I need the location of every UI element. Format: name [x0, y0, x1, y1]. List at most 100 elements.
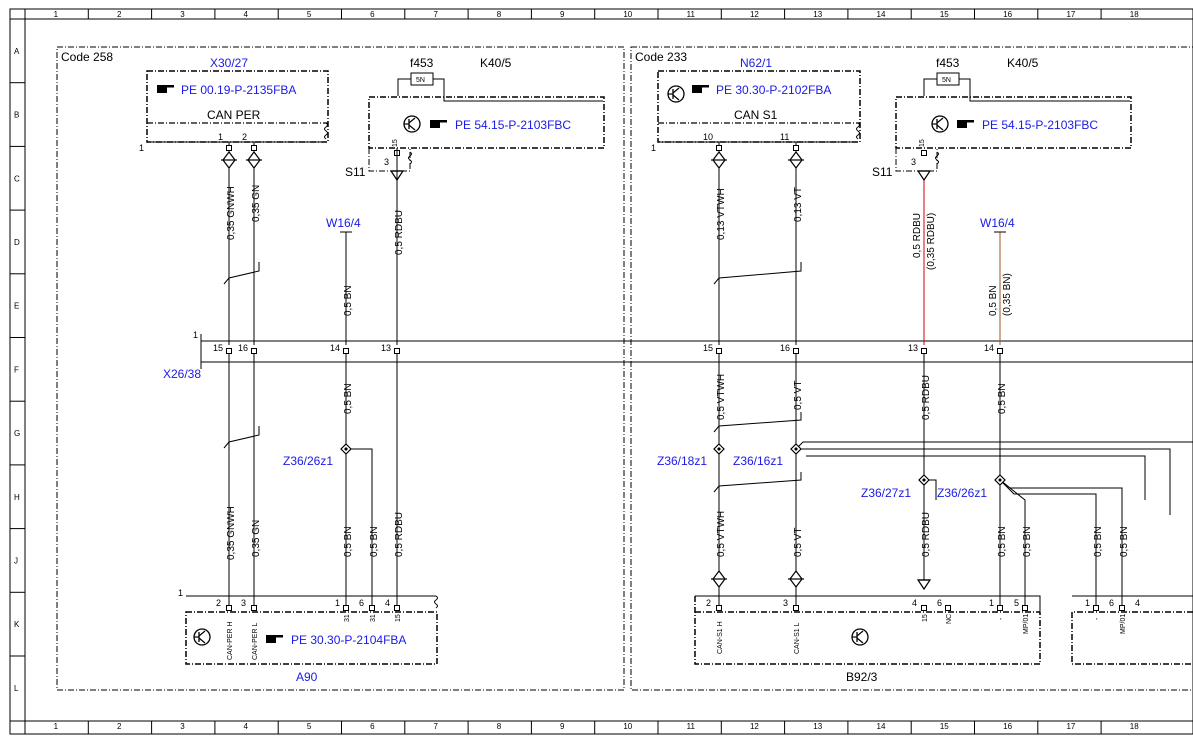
pin-contact — [921, 605, 927, 611]
pin-contact — [921, 348, 927, 354]
wire-label: 0,5 BN — [997, 526, 1008, 557]
b92-pin-label: NC — [946, 614, 953, 624]
x30-27-label[interactable]: X30/27 — [210, 56, 248, 70]
grid-column-number: 18 — [1130, 722, 1139, 731]
reference-hand-icon — [692, 85, 709, 93]
grid-column-number: 8 — [497, 10, 502, 19]
grid-column-number: 7 — [433, 722, 438, 731]
wire-label: 0,5 BN — [997, 383, 1008, 414]
x-pin-label: - — [1094, 617, 1101, 620]
pin-contact — [251, 145, 257, 151]
f453-label: f453 — [936, 56, 960, 70]
conn-pin: 13 — [381, 343, 391, 353]
x26-38-label[interactable]: X26/38 — [163, 367, 201, 381]
transistor-icon — [851, 628, 869, 646]
reference-hand-icon — [266, 635, 283, 643]
pin-contact — [226, 145, 232, 151]
wires-right-bottom — [713, 354, 1193, 605]
a90-ref-link[interactable]: PE 30.30-P-2104FBA — [291, 633, 406, 647]
code-258-label: Code 258 — [61, 50, 113, 64]
x-pin-label: MP/01 — [1120, 614, 1127, 634]
b92-pin: 2 — [706, 598, 711, 608]
pin-contact — [793, 348, 799, 354]
a90-pin: 4 — [385, 598, 390, 608]
n62-pin-edge: 1 — [651, 143, 656, 153]
grid-column-number: 1 — [54, 10, 59, 19]
k40-5-ref-link[interactable]: PE 54.15-P-2103FBC — [455, 118, 571, 132]
ground-arrow — [917, 579, 931, 590]
wire-label: 0,5 BN — [343, 383, 354, 414]
grid-row-letter: J — [14, 556, 18, 565]
grid-column-number: 15 — [940, 722, 949, 731]
wire-label: 0,5 BN — [988, 285, 999, 316]
grid-row-letter: A — [14, 47, 20, 56]
grid-column-number: 9 — [560, 722, 565, 731]
s11-pin: 3 — [911, 157, 916, 167]
pin-contact — [921, 150, 927, 156]
n62-1-box — [657, 70, 861, 143]
z36-16z1-label[interactable]: Z36/16z1 — [733, 454, 783, 468]
partial-component-box — [1071, 611, 1193, 665]
wire-label: 0,5 VT — [793, 381, 804, 410]
x-pin: 4 — [1135, 598, 1140, 608]
b92-3-box — [694, 596, 1041, 665]
conn-pin: 16 — [780, 343, 790, 353]
separation-pin-1: 1 — [193, 330, 198, 340]
z36-18z1-label[interactable]: Z36/18z1 — [657, 454, 707, 468]
grid-column-number: 14 — [877, 722, 886, 731]
z36-26z1-label[interactable]: Z36/26z1 — [937, 486, 987, 500]
pin-contact — [997, 348, 1003, 354]
a90-pin: 1 — [335, 598, 340, 608]
transistor-icon — [193, 628, 211, 646]
k40-5-ref-link[interactable]: PE 54.15-P-2103FBC — [982, 118, 1098, 132]
pin-contact — [251, 605, 257, 611]
grid-column-number: 6 — [370, 10, 375, 19]
n62-1-ref-link[interactable]: PE 30.30-P-2102FBA — [716, 83, 831, 97]
w16-4-label[interactable]: W16/4 — [326, 216, 361, 230]
x-pin: 1 — [1085, 598, 1090, 608]
grid-column-number: 8 — [497, 722, 502, 731]
pin-contact — [1119, 605, 1125, 611]
x30-27-ref-link[interactable]: PE 00.19-P-2135FBA — [181, 83, 296, 97]
wire-label: 0,5 RDBU — [394, 512, 405, 557]
connector-icon — [710, 151, 728, 169]
pin-contact — [369, 605, 375, 611]
a90-label[interactable]: A90 — [296, 670, 318, 684]
z36-26z1-label[interactable]: Z36/26z1 — [283, 454, 333, 468]
grid-column-number: 11 — [687, 722, 696, 731]
conn-pin: 15 — [703, 343, 713, 353]
transistor-icon — [403, 115, 421, 133]
pin-contact — [716, 605, 722, 611]
a90-pin: 3 — [241, 598, 246, 608]
splice-icon — [713, 443, 725, 455]
pin-contact — [251, 348, 257, 354]
n62-pin: 10 — [703, 132, 713, 142]
pin-contact — [226, 348, 232, 354]
grid-column-number: 11 — [687, 10, 696, 19]
pin-contact — [394, 605, 400, 611]
z36-27z1-label[interactable]: Z36/27z1 — [861, 486, 911, 500]
b92-pin: 5 — [1014, 598, 1019, 608]
wires-left-top — [223, 142, 398, 345]
b92-pin: 1 — [989, 598, 994, 608]
pin-contact — [793, 145, 799, 151]
w16-4-label[interactable]: W16/4 — [980, 216, 1015, 230]
grid-row-letter: D — [14, 238, 20, 247]
wire-label: 0,5 RDBU — [394, 210, 405, 255]
a90-pin-label: 15 — [395, 614, 402, 622]
grid-column-number: 13 — [813, 10, 822, 19]
grid-column-number: 5 — [307, 10, 312, 19]
pin-contact — [343, 348, 349, 354]
grid-column-number: 17 — [1066, 722, 1075, 731]
n62-1-label[interactable]: N62/1 — [740, 56, 772, 70]
fuse-rating: 5N — [942, 77, 951, 84]
grid-column-number: 15 — [940, 10, 949, 19]
wire-label: 0,5 BN — [1093, 526, 1104, 557]
a90-pin: 6 — [359, 598, 364, 608]
n62-pin: 11 — [780, 132, 789, 142]
grid-row-letter: E — [14, 302, 19, 311]
grid-columns: 1122334455667788991010111112121313141415… — [24, 9, 1139, 734]
pin-contact — [343, 605, 349, 611]
b92-3-label: B92/3 — [846, 670, 878, 684]
